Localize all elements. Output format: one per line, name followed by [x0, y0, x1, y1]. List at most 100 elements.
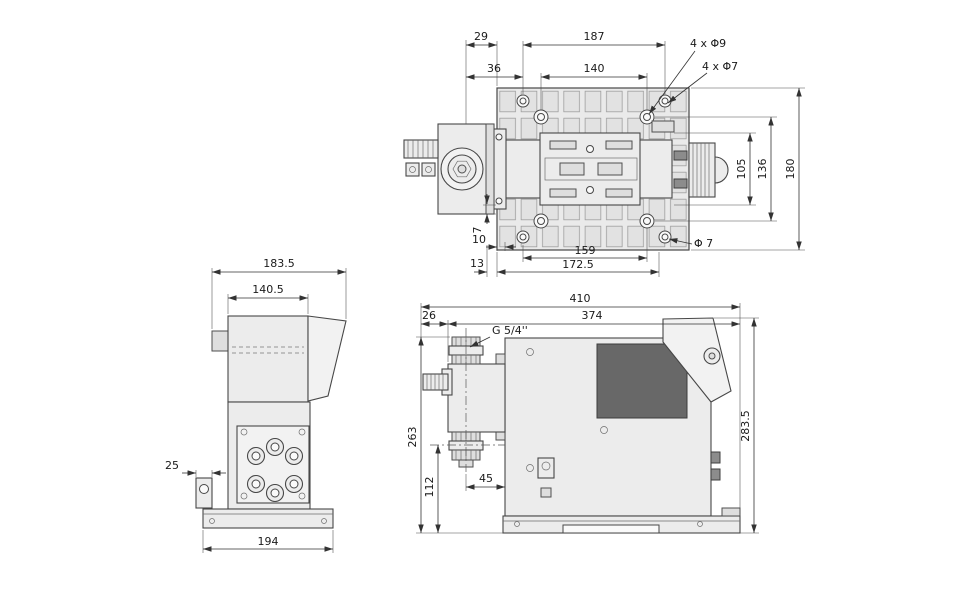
- dim-172-5: 172.5: [562, 258, 594, 271]
- pump-drive-body: [503, 120, 675, 206]
- screw-icon: [240, 428, 248, 436]
- connector-tab: [710, 451, 721, 464]
- hidden-vent-lines: [232, 346, 304, 354]
- screw-icon: [586, 145, 594, 153]
- screw-icon: [240, 492, 248, 500]
- connector-tab: [710, 468, 721, 481]
- bolt-icon: [495, 133, 503, 141]
- valve-ports: [246, 437, 304, 503]
- side-tab: [211, 330, 229, 352]
- knob-center: [425, 166, 432, 173]
- hole-icon: [519, 233, 527, 241]
- screw-icon: [298, 428, 306, 436]
- dim-263: 263: [406, 427, 419, 448]
- adjust-knob: [421, 162, 436, 177]
- damper-ribs: [692, 143, 710, 197]
- valve-port-center: [270, 488, 280, 498]
- screw-icon: [526, 348, 534, 356]
- screw-icon: [298, 492, 306, 500]
- valve-port-center: [289, 479, 299, 489]
- hole-icon: [537, 113, 545, 121]
- plate-holes-phi9: [533, 109, 655, 229]
- dim-13: 13: [470, 257, 484, 270]
- dim-180: 180: [784, 159, 797, 180]
- extension-lines-right: [655, 87, 805, 251]
- dim-136: 136: [756, 159, 769, 180]
- drive-insert: [597, 162, 623, 176]
- bracket-hole: [199, 484, 209, 494]
- label-holes-phi9: 4 x Φ9: [690, 37, 726, 50]
- drive-slot: [549, 188, 577, 198]
- label-phi7: Φ 7: [694, 237, 713, 250]
- screw-icon: [600, 426, 608, 434]
- control-grille: [596, 343, 688, 419]
- cable-gland: [403, 139, 439, 159]
- drain-hole: [541, 461, 551, 471]
- connector: [673, 150, 688, 161]
- drive-channel: [544, 157, 638, 181]
- leader-phi7-single: [668, 238, 693, 245]
- nut-ribs: [455, 355, 477, 364]
- hole-icon: [661, 97, 669, 105]
- dim-7: 7: [471, 227, 484, 234]
- connector: [673, 178, 688, 189]
- valve-center: [457, 164, 467, 174]
- hole-icon: [643, 113, 651, 121]
- extension-lines-top: [465, 40, 666, 124]
- base-step: [721, 507, 741, 517]
- dosing-head-top: [403, 123, 507, 215]
- bolt-icon: [495, 197, 503, 205]
- label-thread: G 5/4'': [492, 324, 528, 337]
- nameplate: [651, 120, 675, 133]
- dim-26: 26: [422, 309, 436, 322]
- head-body-side: [447, 363, 506, 433]
- dim-194: 194: [258, 535, 279, 548]
- extension-lines-side: [416, 303, 759, 534]
- dim-283-5: 283.5: [739, 410, 752, 442]
- gland-ribs: [426, 374, 444, 390]
- dim-105: 105: [735, 159, 748, 180]
- dosing-head-side: [422, 328, 506, 472]
- dim-140-5: 140.5: [252, 283, 284, 296]
- dim-25: 25: [165, 459, 179, 472]
- leader-phi7: [667, 72, 708, 104]
- drive-slot: [605, 188, 633, 198]
- valve-port-center: [251, 479, 261, 489]
- screw-icon: [586, 186, 594, 194]
- dim-36: 36: [487, 62, 501, 75]
- dim-187: 187: [584, 30, 605, 43]
- base-hole: [321, 518, 327, 524]
- hole-icon: [519, 97, 527, 105]
- dim-183-5: 183.5: [263, 257, 295, 270]
- base-hole: [209, 518, 215, 524]
- valve-port-center: [289, 451, 299, 461]
- dim-10: 10: [472, 233, 486, 246]
- adjust-knob: [405, 162, 420, 177]
- hole-icon: [661, 233, 669, 241]
- drain-bracket: [537, 457, 555, 479]
- drain-stub: [540, 487, 552, 498]
- valve-port-center: [270, 442, 280, 452]
- leader-thread: [469, 336, 491, 348]
- control-housing: [227, 315, 309, 403]
- front-view: 183.5 140.5 25 194: [165, 257, 347, 553]
- base-plate-front: [202, 508, 334, 529]
- label-holes-phi7: 4 x Φ7: [702, 60, 738, 73]
- gland-ribs: [407, 140, 434, 158]
- base-hole: [697, 521, 703, 527]
- control-panel-wedge: [307, 315, 347, 402]
- base-hole: [514, 521, 520, 527]
- base-notch: [562, 524, 660, 534]
- side-view: 410 374 26 G 5/4'' 263 112 45 283.5: [406, 292, 759, 534]
- drive-slot: [549, 140, 577, 150]
- hole-icon: [643, 217, 651, 225]
- dim-374: 374: [582, 309, 603, 322]
- control-panel-wedge-side: [662, 317, 732, 403]
- leader-phi9: [648, 50, 696, 115]
- dim-159: 159: [575, 244, 596, 257]
- hole-icon: [537, 217, 545, 225]
- dim-410: 410: [570, 292, 591, 305]
- click-wheel-center: [708, 352, 716, 360]
